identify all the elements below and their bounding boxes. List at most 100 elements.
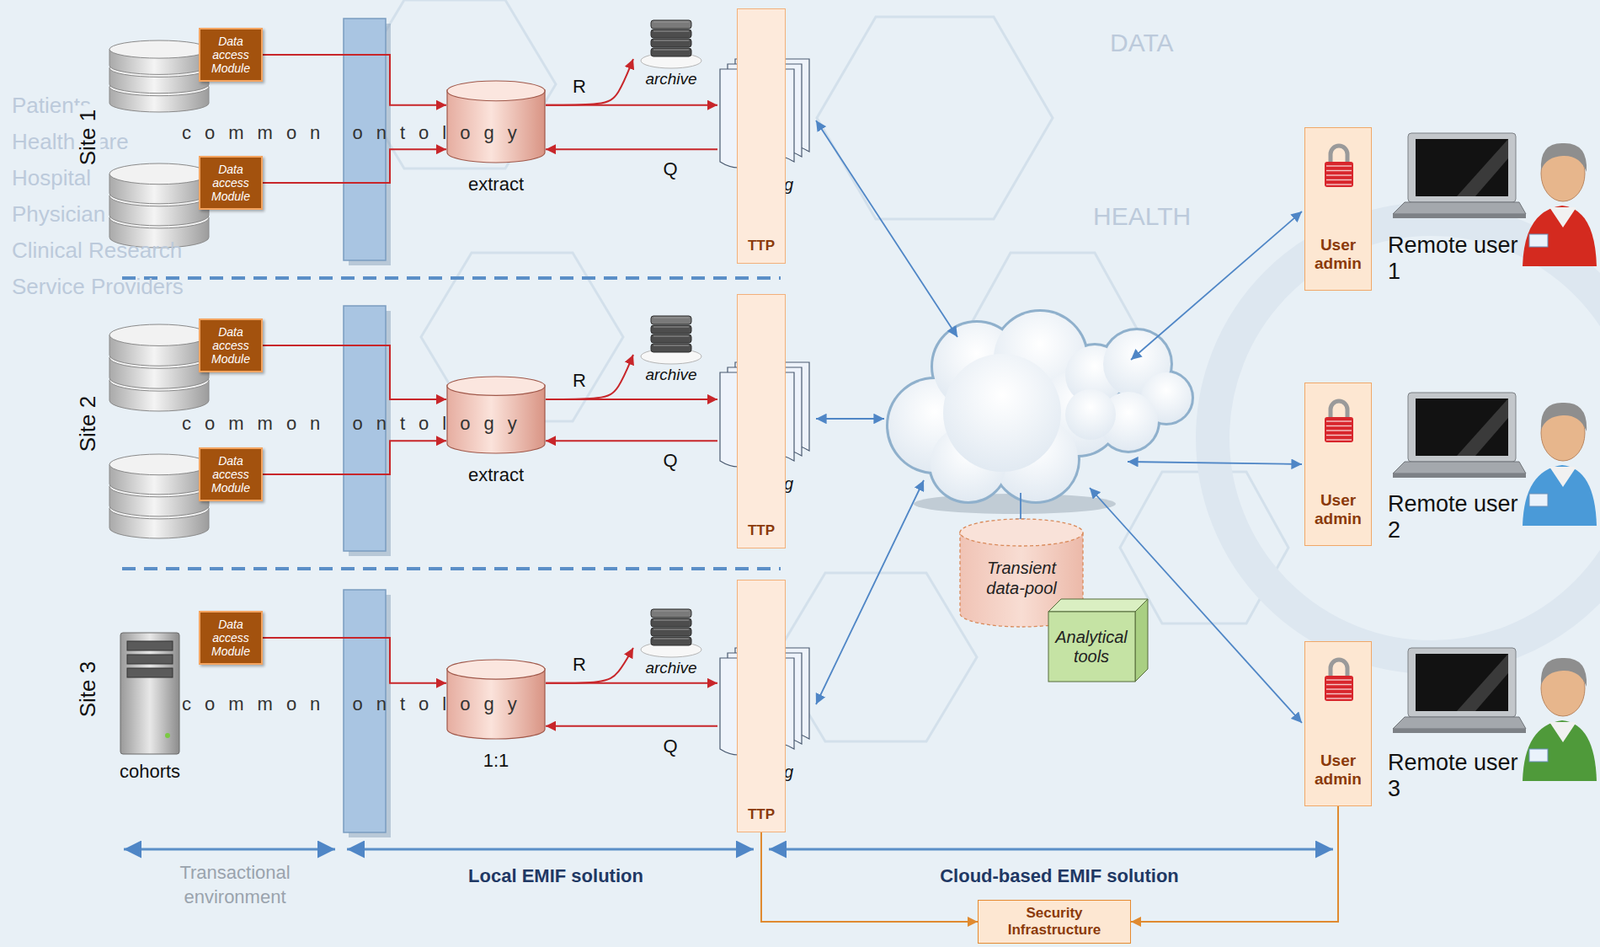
span-arrow: [346, 848, 754, 851]
ttp-column: TTP: [736, 579, 786, 832]
archive-slab-edge: [653, 326, 689, 328]
ttp-column: TTP: [736, 8, 786, 264]
archive-slab: [650, 20, 692, 29]
node-text: Security Infrastructure: [983, 904, 1126, 938]
analytics-cube: Analytical tools: [1047, 597, 1149, 683]
watermark-text: Hospital: [11, 165, 91, 192]
laptop-icon: [1392, 133, 1526, 219]
node-text: Transient data-pool: [965, 557, 1078, 598]
node-text: TTP: [747, 522, 775, 539]
node-shape: [633, 312, 710, 365]
network-link: [816, 480, 924, 704]
archive-slab: [650, 636, 692, 646]
lock-stripe: [1326, 683, 1352, 685]
node-text: User admin: [1306, 751, 1370, 789]
archive-slab-edge: [653, 317, 689, 319]
archive-slab: [650, 325, 692, 334]
archive-slab: [650, 627, 692, 636]
lock-body: [1324, 416, 1354, 443]
node-text: Data access Module: [202, 325, 259, 366]
node-text: Data access Module: [202, 617, 259, 658]
archive-store: archive: [633, 605, 710, 678]
server-body: [120, 632, 180, 754]
node-text: archive: [645, 365, 697, 384]
person-collar: [1549, 207, 1577, 228]
remote-user-label: Remote user 2: [1387, 490, 1525, 544]
edge-label: R: [572, 75, 587, 98]
user-admin-box: User admin: [1304, 127, 1372, 291]
person-badge: [1529, 748, 1548, 762]
node-text: TTP: [747, 805, 775, 823]
data-access-module: Data access Module: [198, 447, 263, 502]
background-pattern: [353, 0, 1600, 742]
ontology-label: common ontology: [181, 122, 531, 144]
node-text: extract: [468, 464, 524, 486]
laptop-lip: [1392, 473, 1526, 478]
person-hair: [1541, 143, 1587, 172]
node-text: cohorts: [119, 760, 181, 783]
cube-side: [1135, 598, 1148, 682]
span-arrow: [123, 848, 336, 851]
server-bay: [127, 640, 173, 651]
site-divider: [122, 276, 781, 280]
archive-slab-edge: [653, 345, 689, 347]
user-admin-box: User admin: [1304, 382, 1372, 546]
zone-label: Cloud-based EMIF solution: [907, 864, 1211, 889]
screen-glare: [1456, 653, 1509, 711]
ontology-label: common ontology: [181, 412, 531, 435]
laptop-lid: [1408, 133, 1516, 203]
node-shape: [633, 16, 710, 70]
watermark-text: Clinical Research: [11, 237, 182, 264]
archive-slab: [650, 315, 692, 325]
site-label: Site 3: [74, 657, 102, 721]
database-disk-top: [109, 163, 209, 185]
icons: [109, 40, 1597, 781]
person-badge: [1529, 493, 1548, 507]
network-link: [816, 120, 1302, 723]
watermark-text: DATA: [1109, 28, 1174, 58]
archive-slab-edge: [653, 49, 689, 51]
node-text: Data access Module: [202, 453, 259, 495]
connector: [262, 149, 447, 183]
lock-stripe: [1326, 179, 1352, 181]
node-text: archive: [645, 658, 697, 678]
connector: [545, 354, 634, 400]
database-disk-top: [109, 40, 209, 59]
connector: [262, 637, 447, 683]
zone-label: Transactional environment: [146, 860, 324, 909]
person-hair: [1541, 657, 1587, 687]
archive-slab-edge: [653, 31, 689, 32]
watermark-text: HEALTH: [1093, 202, 1191, 231]
lock-stripe: [1326, 688, 1352, 689]
connector: [545, 148, 718, 150]
node-text: archive: [645, 69, 697, 89]
archive-slab: [650, 29, 692, 38]
database-disk-top: [109, 453, 209, 475]
connector: [545, 439, 718, 442]
laptop-icon: [1392, 647, 1526, 733]
edge-label: R: [572, 653, 587, 676]
extract-database: 1:1: [446, 658, 546, 772]
lock-stripe: [1326, 183, 1352, 185]
lock-stripe: [1326, 420, 1352, 422]
lock-shackle: [1330, 145, 1348, 164]
network-link: [1130, 211, 1302, 360]
node-text: TTP: [747, 237, 775, 255]
span-arrow: [123, 848, 1334, 851]
database-disk-top: [109, 324, 209, 346]
cohort-server: cohorts: [116, 630, 184, 783]
screen-glare: [1456, 138, 1509, 197]
lock-shackle: [1330, 400, 1348, 419]
archive-slab: [650, 334, 692, 343]
connector: [545, 725, 718, 727]
watermark-text: Physician: [11, 201, 106, 228]
span-arrow: [768, 848, 1334, 851]
cylinder-top: [447, 659, 545, 679]
database-icon: [109, 163, 209, 248]
edge-label: R: [572, 369, 587, 392]
archive-slab-edge: [653, 619, 689, 621]
archive-slab: [650, 38, 692, 48]
cloud: [888, 311, 1192, 514]
database-icon: [109, 453, 209, 539]
